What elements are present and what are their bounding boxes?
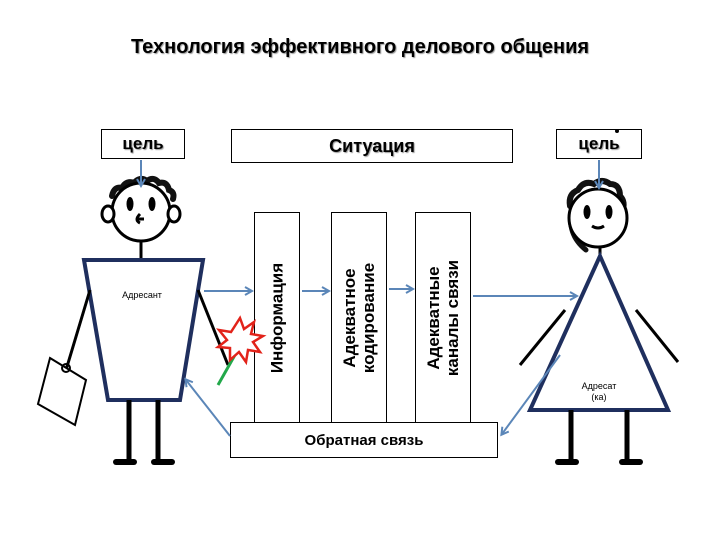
flower-bloom (214, 315, 267, 366)
arrow-feedback-to-sender (186, 380, 231, 437)
receiver-label: Адресат (ка) (568, 381, 630, 403)
sender-figure (36, 175, 230, 465)
receiver-label-line1: Адресат (581, 381, 617, 391)
situation-label: Ситуация (329, 135, 415, 156)
receiver-mouth (591, 224, 605, 230)
sender-eye-right (148, 197, 156, 211)
sender-ear-left (100, 204, 116, 224)
receiver-eye-right (605, 205, 613, 219)
dot-mark (615, 129, 619, 133)
goal-box-left: цель (101, 129, 185, 159)
sender-arm-left (64, 289, 92, 371)
goal-box-right: цель (556, 129, 642, 159)
diagram-title: Технология эффективного делового общения (130, 36, 590, 58)
sender-head (110, 181, 172, 243)
receiver-label-line2: (ка) (591, 392, 607, 402)
receiver-eye-left (583, 205, 591, 219)
receiver-arm-left (518, 309, 567, 366)
sender-mouth (135, 212, 144, 225)
briefcase-icon (36, 356, 88, 427)
feedback-box: Обратная связь (230, 422, 498, 458)
sender-hair (109, 175, 177, 202)
channels-column: Адекватные каналы связи (415, 212, 471, 424)
coding-column: Адекватное кодирование (331, 212, 387, 424)
goal-label-left: цель (122, 134, 164, 153)
sender-body (81, 258, 206, 402)
sender-label: Адресант (122, 290, 162, 300)
receiver-body (526, 251, 672, 412)
information-column: Информация (254, 212, 300, 424)
flower-icon (214, 315, 267, 386)
sender-ear-right (166, 204, 182, 224)
situation-box: Ситуация (231, 129, 513, 163)
arrow-receiver-to-feedback (502, 354, 561, 434)
flow-arrows (141, 160, 599, 437)
receiver-arm-right (634, 309, 680, 363)
goal-label-right: цель (578, 134, 620, 153)
receiver-figure (518, 178, 680, 465)
sender-eye-left (126, 197, 134, 211)
receiver-head (567, 187, 629, 249)
sender-arm-right (196, 289, 230, 366)
feedback-label: Обратная связь (304, 431, 424, 449)
